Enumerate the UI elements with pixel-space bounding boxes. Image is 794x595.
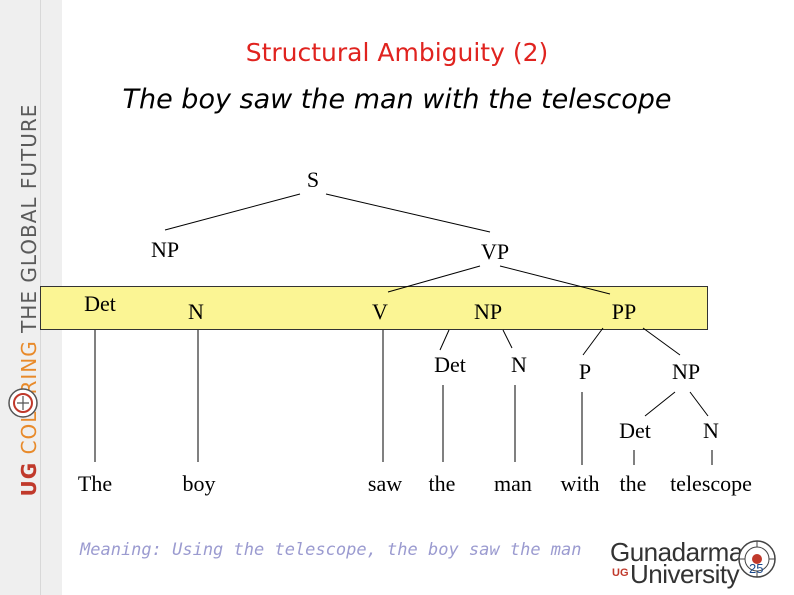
edge-s-vp — [325, 193, 491, 233]
node-det: Det — [84, 291, 116, 316]
example-sentence: The boy saw the man with the telescope — [122, 84, 672, 115]
node-n-pp: N — [703, 418, 719, 443]
word-the: The — [78, 471, 112, 496]
meaning-note: Meaning: Using the telescope, the boy sa… — [80, 540, 582, 560]
node-s: S — [307, 167, 319, 192]
word-with: with — [560, 471, 599, 496]
edge-pp-p — [582, 327, 604, 356]
edge-np-n — [502, 329, 513, 349]
node-p: P — [579, 359, 591, 384]
logo-university: University — [630, 559, 740, 589]
edge-np-det-3 — [644, 391, 676, 417]
page-number: 25 — [749, 561, 764, 576]
word-saw: saw — [368, 471, 402, 496]
node-det-object: Det — [434, 352, 466, 377]
logo-uc: UG — [612, 567, 629, 579]
word-boy: boy — [183, 471, 216, 496]
node-np-object: NP — [474, 299, 502, 324]
node-n-object: N — [511, 352, 527, 377]
word-the-2: the — [429, 471, 456, 496]
edge-np-det — [439, 329, 450, 351]
edge-pp-np — [642, 327, 681, 356]
university-seal-icon — [738, 540, 776, 578]
node-vp: VP — [481, 239, 509, 264]
edge-vp-pp — [499, 265, 611, 295]
node-n: N — [188, 299, 204, 324]
node-pp: PP — [612, 299, 636, 324]
university-logo: Gunadarma UG University — [610, 537, 794, 589]
slide-title: Structural Ambiguity (2) — [245, 38, 549, 67]
word-man: man — [494, 471, 532, 496]
sidebar-emblem-icon — [8, 388, 38, 418]
edge-s-np — [164, 193, 301, 231]
logo-name: Gunadarma — [610, 537, 743, 567]
node-np: NP — [151, 237, 179, 262]
word-telescope: telescope — [670, 471, 752, 496]
node-np-pp: NP — [672, 359, 700, 384]
word-the-3: the — [620, 471, 647, 496]
highlight-band — [40, 286, 708, 330]
node-v: V — [372, 299, 388, 324]
edge-np-n-3 — [689, 391, 709, 417]
node-det-pp: Det — [619, 418, 651, 443]
edge-vp-v — [387, 265, 481, 293]
